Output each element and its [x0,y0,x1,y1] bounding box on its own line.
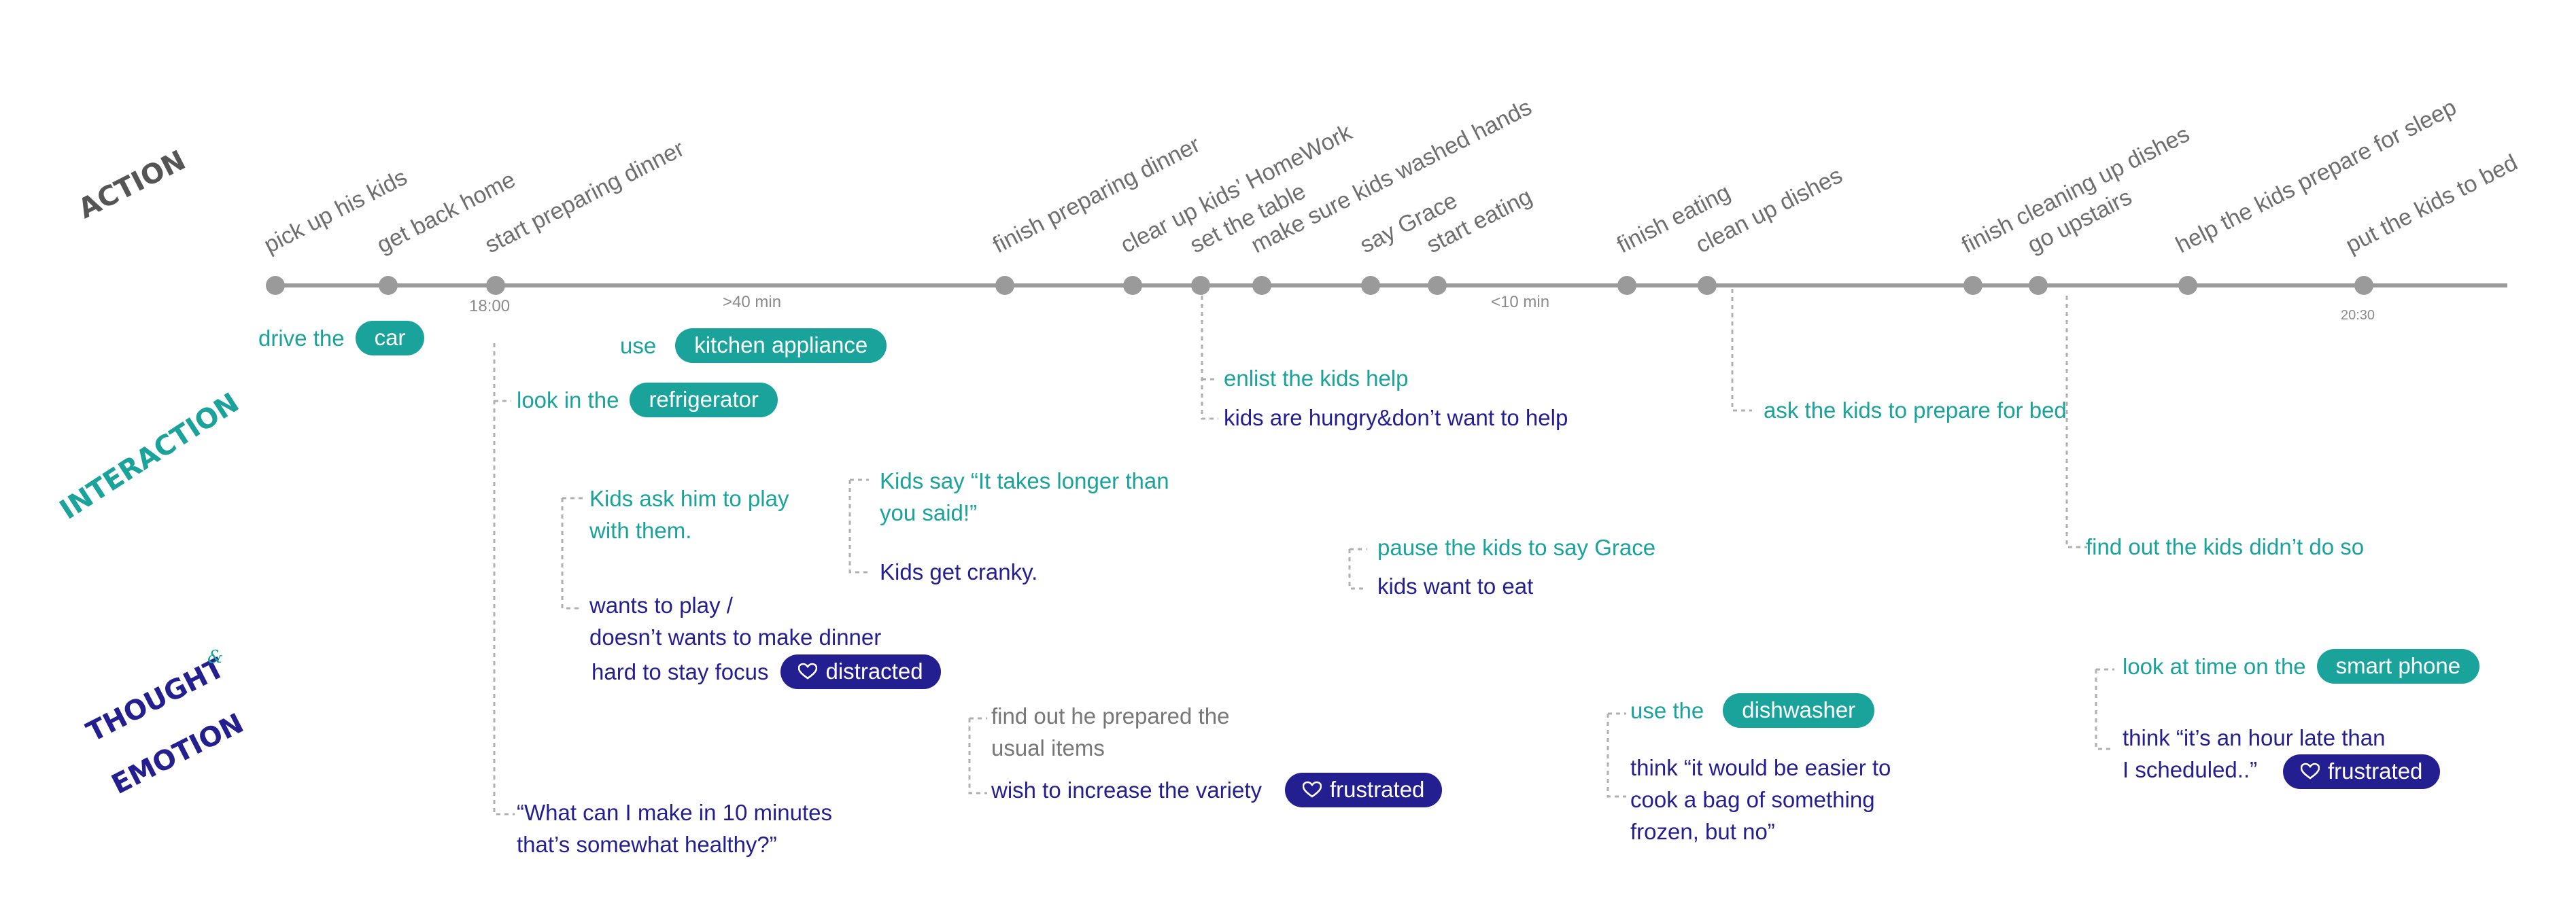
kids-ask-play-note: Kids ask him to play with them. [589,486,789,543]
dishwasher-note: use the dishwasher [1630,693,1875,728]
connector-usual-items [968,718,987,794]
timeline-dot [1428,276,1447,295]
timeline-dot [1963,276,1982,295]
dishwasher-tag: dishwasher [1723,693,1875,728]
timeline-dot [1191,276,1210,295]
timeline-dot [1617,276,1636,295]
timeline-dot [1361,276,1380,295]
kids-hungry-note: kids are hungry&don’t want to help [1224,405,1568,430]
think-easier-note: think “it would be easier to cook a bag … [1630,755,1891,844]
timeline-dot [2178,276,2197,295]
drive-car-note: drive the car [258,321,425,355]
emotion-badge-distracted: distracted [780,654,941,689]
heart-icon [1303,781,1322,798]
gap-duration-label: <10 min [1491,293,1550,311]
connector-go-upstairs [2065,296,2087,548]
find-usual-items-note: find out he prepared the usual items [991,703,1230,760]
timeline-dot [1123,276,1142,295]
think-late-note: think “it’s an hour late than I schedule… [2123,722,2441,789]
wish-variety-note: wish to increase the variety frustrated [991,773,1443,807]
connector-play [561,498,583,610]
connector-phone [2095,669,2114,750]
emotion-label: frustrated [2328,758,2423,784]
note-text: look in the [517,387,619,413]
kids-want-eat-note: kids want to eat [1377,574,1534,599]
gap-duration-label: >40 min [723,293,782,311]
connector-start-dinner [493,343,515,816]
what-to-make-note: “What can I make in 10 minutes that’s so… [517,800,833,857]
pause-grace-note: pause the kids to say Grace [1377,535,1656,560]
connector-set-table [1201,296,1218,420]
connector-dishwasher [1607,714,1626,798]
note-text: wish to increase the variety [991,777,1263,803]
timeline-dot [1252,276,1271,295]
kids-cranky-note: Kids get cranky. [880,559,1038,584]
refrigerator-note: look in the refrigerator [517,383,778,417]
connector-lines [493,289,2114,816]
emotion-label: distracted [825,659,923,684]
emotion-label: frustrated [1330,777,1425,802]
enlist-help-note: enlist the kids help [1224,366,1409,391]
find-out-didnt-note: find out the kids didn’t do so [2086,534,2365,559]
emotion-badge-frustrated: frustrated [2283,754,2441,789]
connector-kids-say [848,480,869,574]
note-text: look at time on the [2123,654,2306,679]
timeline-dot [2354,276,2373,295]
heart-icon [2301,763,2320,780]
emotion-badge-frustrated: frustrated [1285,773,1443,807]
timeline-dot [379,276,398,295]
heart-icon [798,663,818,680]
timeline-dots [266,276,2373,295]
connector-grace [1348,549,1367,590]
car-tag: car [355,321,425,355]
ask-prepare-bed-note: ask the kids to prepare for bed [1764,398,2067,423]
note-text: hard to stay focus [591,659,769,684]
kitchen-appliance-tag: kitchen appliance [675,328,887,363]
note-text: think “it’s an hour late than I schedule… [2123,725,2386,782]
kids-say-longer-note: Kids say “It takes longer than you said!… [880,468,1169,525]
note-text: use [620,333,657,358]
kitchen-appliance-note: use kitchen appliance [620,328,887,363]
wants-to-play-note: wants to play / doesn’t wants to make di… [589,593,882,650]
timeline-dot [2029,276,2048,295]
timeline-dot [266,276,285,295]
note-text: drive the [258,326,345,351]
timeline-dot [1698,276,1717,295]
timeline-dot [486,276,505,295]
section-ampersand: & [207,647,224,667]
distracted-note: hard to stay focus distracted [591,654,941,689]
refrigerator-tag: refrigerator [630,383,778,417]
end-time-label: 20:30 [2341,308,2375,323]
smart-phone-tag: smart phone [2316,649,2480,684]
smart-phone-note: look at time on the smart phone [2123,649,2480,684]
timeline-dot [995,276,1014,295]
note-text: use the [1630,698,1704,723]
start-time-label: 18:00 [469,297,511,315]
connector-clean-dishes [1731,289,1752,412]
